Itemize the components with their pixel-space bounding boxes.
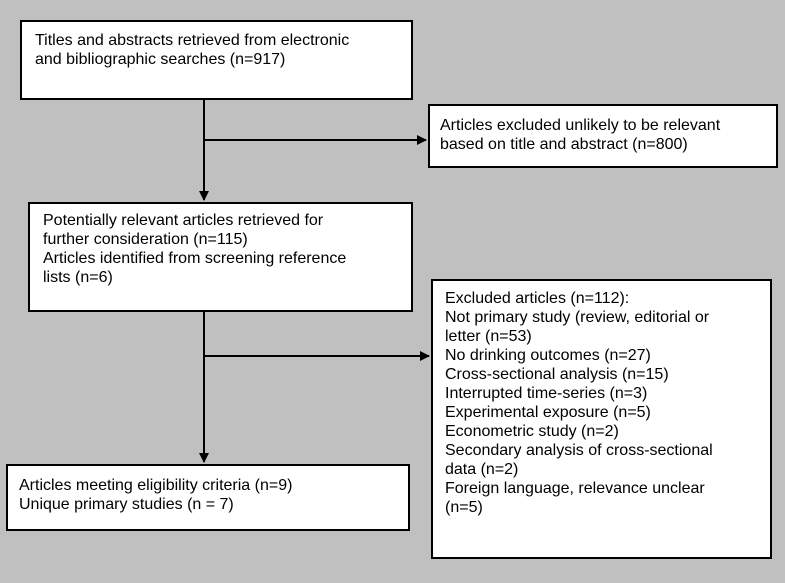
box-text-line: Potentially relevant articles retrieved … <box>43 212 324 229</box>
box-text-line: Econometric study (n=2) <box>445 423 619 440</box>
box-text-line: Secondary analysis of cross-sectional <box>445 442 713 459</box>
box-text-line: further consideration (n=115) <box>43 231 248 248</box>
potentially-relevant-box: Potentially relevant articles retrieved … <box>28 202 413 312</box>
box-text-line: Titles and abstracts retrieved from elec… <box>35 32 350 49</box>
box-text-line: letter (n=53) <box>445 328 532 345</box>
records-identified-box: Titles and abstracts retrieved from elec… <box>20 20 413 100</box>
box-text-line: Experimental exposure (n=5) <box>445 404 651 421</box>
box-text-line: Articles meeting eligibility criteria (n… <box>19 477 293 494</box>
excluded-articles-box: Excluded articles (n=112): Not primary s… <box>431 279 772 559</box>
box-text-line: Cross-sectional analysis (n=15) <box>445 366 669 383</box>
box-text-line: Articles identified from screening refer… <box>43 250 347 267</box>
box-text-line: No drinking outcomes (n=27) <box>445 347 651 364</box>
box-text-line: Not primary study (review, editorial or <box>445 309 710 326</box>
excluded-title-abstract-box: Articles excluded unlikely to be relevan… <box>428 104 778 168</box>
box-text-line: lists (n=6) <box>43 269 113 286</box>
box-text-line: Interrupted time-series (n=3) <box>445 385 648 402</box>
box-text-line: Foreign language, relevance unclear <box>445 480 705 497</box>
box-text-line: and bibliographic searches (n=917) <box>35 51 286 68</box>
box-text-line: Unique primary studies (n = 7) <box>19 496 234 513</box>
box-text-line: Excluded articles (n=112): <box>445 290 630 307</box>
eligible-articles-box: Articles meeting eligibility criteria (n… <box>6 464 410 531</box>
box-text-line: Articles excluded unlikely to be relevan… <box>440 117 721 134</box>
box-text-line: data (n=2) <box>445 461 519 478</box>
box-text-line: based on title and abstract (n=800) <box>440 136 688 153</box>
box-text-line: (n=5) <box>445 499 483 516</box>
